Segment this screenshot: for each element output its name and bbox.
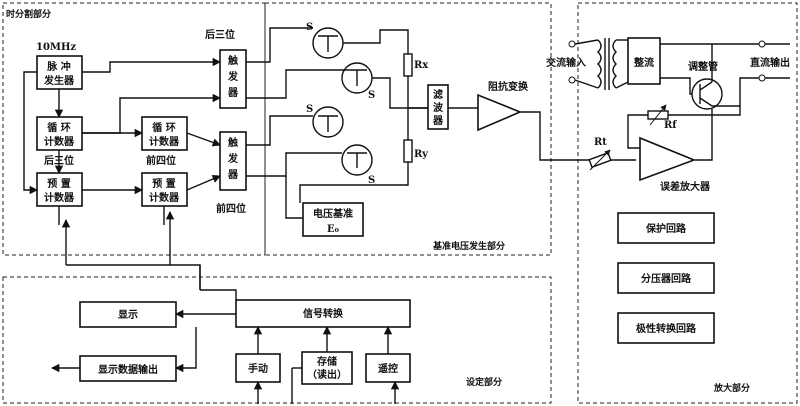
trigger-1-block: 触 发 器	[219, 49, 247, 109]
time-division-frame	[2, 2, 266, 256]
s-label-2: S	[368, 90, 375, 101]
dc-output-label: 直流输出	[750, 56, 790, 69]
regulator-transistor	[691, 78, 723, 110]
last-three-digits-label-top: 后三位	[205, 28, 235, 41]
svg-text:循 环: 循 环	[152, 121, 175, 134]
reference-wiring	[246, 27, 590, 219]
svg-text:滤: 滤	[433, 88, 443, 101]
error-amplifier-label: 误差放大器	[660, 180, 711, 193]
display-block: 显示	[79, 301, 177, 328]
svg-text:分压器回路: 分压器回路	[641, 272, 692, 285]
regulator-tube-label: 调整管	[688, 60, 718, 73]
signal-conversion-block: 信号转换	[235, 299, 411, 328]
rf-label: Rf	[664, 120, 677, 131]
svg-text:遥控: 遥控	[378, 362, 398, 375]
svg-text:存储: 存储	[317, 355, 337, 368]
svg-text:器: 器	[432, 115, 444, 127]
resistor-ry	[403, 139, 413, 163]
preset-counter-1-block: 预 置 计数器	[36, 172, 83, 207]
svg-text:计数器: 计数器	[44, 135, 75, 148]
svg-text:（读出）: （读出）	[307, 368, 347, 381]
amplifier-wiring	[610, 43, 790, 161]
svg-text:计数器: 计数器	[44, 191, 75, 204]
svg-text:E₀: E₀	[327, 224, 340, 235]
rectifier-wiring-bottom	[615, 81, 629, 89]
svg-text:极性转换回路: 极性转换回路	[636, 322, 697, 335]
cycle-counter-2-block: 循 环 计数器	[141, 116, 188, 151]
protection-circuit-block: 保护回路	[617, 212, 715, 244]
svg-text:保护回路: 保护回路	[645, 222, 687, 235]
rectifier-block: 整流	[627, 37, 661, 85]
svg-text:电压基准: 电压基准	[313, 207, 353, 220]
reference-voltage-frame	[264, 2, 552, 256]
amplifier-frame	[577, 2, 798, 404]
section-title-time-division: 时分割部分	[6, 8, 51, 20]
section-title-amplifier: 放大部分	[713, 382, 750, 394]
first-four-digits-label-right: 前四位	[216, 202, 246, 215]
s-label-4: S	[368, 175, 375, 186]
resistor-rx	[403, 53, 413, 77]
svg-text:器: 器	[227, 87, 239, 99]
error-amplifier	[639, 136, 697, 182]
svg-text:触: 触	[227, 54, 238, 67]
cycle-counter-1-block: 循 环 计数器	[36, 116, 83, 151]
svg-text:信号转换: 信号转换	[303, 307, 344, 320]
svg-text:预 置: 预 置	[47, 178, 70, 190]
s-label-3: S	[306, 104, 313, 115]
time-division-wiring	[23, 57, 222, 290]
pulse-generator-block: 脉 冲 发生器	[36, 55, 83, 90]
svg-text:器: 器	[227, 169, 239, 181]
impedance-conversion-label: 阻抗变换	[488, 80, 529, 93]
setting-frame	[2, 276, 552, 404]
setting-wiring	[50, 289, 400, 404]
svg-text:整流: 整流	[633, 56, 654, 69]
svg-text:发生器: 发生器	[43, 74, 75, 87]
svg-text:触: 触	[227, 136, 238, 149]
manual-block: 手动	[235, 353, 281, 383]
section-title-reference-voltage: 基准电压发生部分	[432, 240, 505, 252]
svg-text:计数器: 计数器	[149, 135, 180, 148]
display-data-output-block: 显示数据输出	[79, 355, 177, 382]
section-title-setting: 设定部分	[466, 376, 502, 388]
svg-text:发: 发	[227, 70, 239, 83]
rx-label: Rx	[414, 60, 429, 71]
first-four-digits-label-mid: 前四位	[146, 154, 176, 167]
divider-circuit-block: 分压器回路	[617, 262, 715, 294]
remote-block: 遥控	[365, 353, 411, 383]
feedback-resistor-rf	[647, 104, 669, 126]
transformer	[574, 38, 617, 90]
polarity-switch-block: 极性转换回路	[617, 312, 715, 344]
input-resistor-rt	[588, 149, 612, 171]
voltage-reference-block: 电压基准 E₀	[302, 202, 364, 237]
rt-label: Rt	[594, 137, 607, 148]
ac-input-label: 交流输入	[546, 56, 586, 69]
svg-text:波: 波	[433, 101, 444, 114]
filter-block: 滤 波 器	[427, 84, 449, 130]
svg-text:发: 发	[227, 152, 239, 165]
svg-text:计数器: 计数器	[149, 191, 180, 204]
trigger-2-block: 触 发 器	[219, 131, 247, 191]
impedance-buffer-amp	[477, 93, 523, 132]
svg-text:脉 冲: 脉 冲	[46, 60, 70, 73]
clock-frequency-label: 10MHz	[36, 42, 76, 53]
svg-text:手动: 手动	[248, 362, 268, 375]
storage-block: 存储 （读出）	[301, 351, 353, 385]
svg-text:循 环: 循 环	[47, 121, 70, 134]
ry-label: Ry	[414, 149, 429, 160]
preset-counter-2-block: 预 置 计数器	[141, 172, 188, 207]
svg-text:显示数据输出: 显示数据输出	[98, 363, 158, 376]
svg-text:预 置: 预 置	[152, 178, 175, 190]
svg-text:显示: 显示	[118, 309, 138, 321]
